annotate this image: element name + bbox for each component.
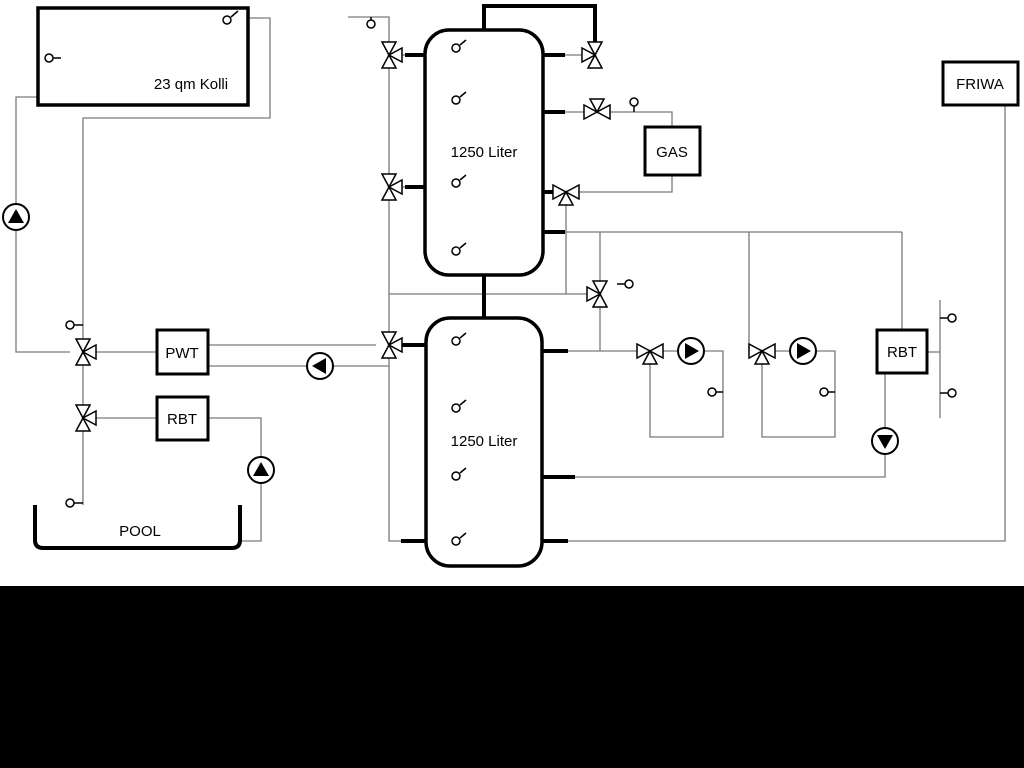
rbt-left-label: RBT	[167, 411, 197, 428]
tank-connections	[401, 4, 597, 543]
gas-boiler-label: GAS	[656, 144, 688, 161]
temperature-sensor-icon	[366, 17, 376, 29]
temperature-sensor-icon	[44, 53, 61, 63]
pipe-vr2-to-gas-top	[610, 111, 673, 127]
temperature-sensor-icon	[65, 498, 83, 508]
sensors	[44, 10, 957, 546]
pipe-main-riser	[348, 16, 401, 542]
three-way-valve-icon	[552, 183, 580, 206]
buffer-tank-top-body	[423, 28, 545, 277]
three-way-valve-icon	[748, 342, 776, 365]
pumps	[2, 203, 899, 484]
rbt-right-label: RBT	[887, 344, 917, 361]
pump-icon	[2, 203, 30, 231]
temperature-sensor-icon	[451, 332, 467, 346]
temperature-sensor-icon	[629, 97, 639, 112]
three-way-valve-icon	[74, 404, 97, 432]
three-way-valve-icon	[583, 98, 611, 121]
temperature-sensor-icon	[451, 399, 467, 413]
temperature-sensor-icon	[222, 10, 239, 25]
buffer-tank-bottom-label: 1250 Liter	[451, 433, 518, 450]
three-way-valve-icon	[380, 41, 403, 69]
black-footer-bar	[0, 586, 1024, 768]
temperature-sensor-icon	[65, 320, 83, 330]
buffer-tank-top: 1250 Liter	[423, 28, 545, 277]
three-way-valve-icon	[380, 173, 403, 201]
valves	[74, 41, 776, 432]
pipe-rbt-right-return	[575, 373, 886, 478]
pool-basin	[33, 505, 242, 550]
pump-icon	[871, 427, 899, 455]
temperature-sensor-icon	[451, 91, 467, 105]
temperature-sensor-icon	[819, 387, 835, 397]
solar-collector-body	[36, 6, 250, 107]
pool: POOL	[33, 505, 242, 550]
gas-boiler: GAS	[643, 125, 702, 177]
temperature-sensor-icon	[451, 242, 467, 256]
three-way-valve-icon	[636, 342, 664, 365]
three-way-valve-icon	[380, 331, 403, 359]
pipe-vr3-to-gas-bottom	[579, 175, 673, 193]
three-way-valve-icon	[74, 338, 97, 366]
pipe-collector-to-left-valves	[82, 17, 271, 339]
temperature-sensor-icon	[940, 388, 957, 398]
buffer-tank-bottom-body	[424, 316, 544, 568]
rbt-right-body	[875, 328, 929, 375]
pump-icon	[677, 337, 705, 365]
friwa-station-label: FRIWA	[956, 76, 1004, 93]
pwt-heat-exchanger-body	[155, 328, 210, 376]
buffer-tank-top-label: 1250 Liter	[451, 144, 518, 161]
temperature-sensor-icon	[707, 387, 723, 397]
main-tank1-top-line	[482, 4, 597, 42]
buffer-tank-bottom: 1250 Liter	[424, 316, 544, 568]
pool-label: POOL	[119, 523, 161, 540]
friwa-station-body	[941, 60, 1020, 107]
three-way-valve-icon	[586, 280, 609, 308]
pipe-friwa-cold-return	[568, 105, 1006, 542]
temperature-sensor-icon	[451, 467, 467, 481]
friwa-station: FRIWA	[941, 60, 1020, 107]
temperature-sensor-icon	[451, 174, 467, 188]
temperature-sensor-icon	[617, 279, 634, 289]
solar-collector: 23 qm Kolli	[36, 6, 250, 107]
pump-icon	[789, 337, 817, 365]
rbt-left-body	[155, 395, 210, 442]
rbt-right: RBT	[875, 328, 929, 375]
pwt-heat-exchanger-label: PWT	[165, 345, 198, 362]
gas-boiler-body	[643, 125, 702, 177]
pump-icon	[247, 456, 275, 484]
pump-icon	[306, 352, 334, 380]
temperature-sensor-icon	[451, 532, 467, 546]
three-way-valve-icon	[581, 41, 604, 69]
temperature-sensor-icon	[940, 313, 957, 323]
pwt-heat-exchanger: PWT	[155, 328, 210, 376]
solar-collector-label: 23 qm Kolli	[154, 76, 228, 93]
temperature-sensor-icon	[451, 39, 467, 53]
rbt-left: RBT	[155, 395, 210, 442]
